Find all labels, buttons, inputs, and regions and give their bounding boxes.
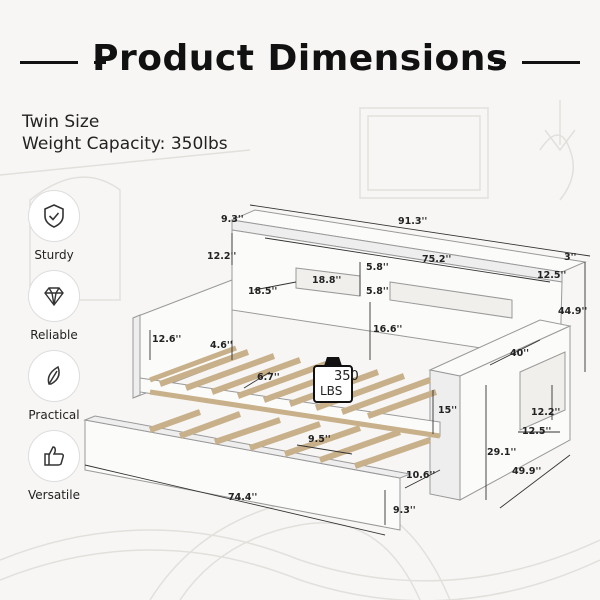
dimension-lines (84, 204, 591, 536)
title-rule (94, 61, 106, 64)
dim-trundle-length: 74.4'' (228, 492, 258, 503)
title-rule (20, 61, 78, 64)
feature-label: Versatile (28, 488, 80, 502)
feature-label: Sturdy (34, 248, 74, 262)
dim-shelf-left: 18.5'' (248, 286, 278, 297)
dim-side-height: 29.1'' (487, 447, 517, 458)
leaf-icon (28, 350, 80, 402)
dim-shelf-gap-b: 5.8'' (366, 286, 389, 297)
dim-slat-gap: 6.7'' (257, 372, 280, 383)
side-cubby (519, 351, 566, 431)
dim-shelf-gap-a: 5.8'' (366, 262, 389, 273)
dim-trundle-height: 15'' (438, 405, 458, 416)
diamond-icon (28, 270, 80, 322)
dim-total-height: 44.9'' (558, 306, 588, 317)
trundle-top-edge (83, 415, 412, 479)
size-spec: Twin Size (22, 112, 100, 132)
title-rule (522, 61, 580, 64)
left-arm-edge (132, 314, 141, 399)
feature-sturdy: Sturdy (14, 190, 94, 262)
dim-back-panel: 16.6'' (373, 324, 403, 335)
title-rule (494, 61, 506, 64)
dim-right-shelf-h: 12.2'' (531, 407, 561, 418)
feature-practical: Practical (14, 350, 94, 422)
dim-arm-height: 12.6'' (152, 334, 182, 345)
feature-versatile: Versatile (14, 430, 94, 502)
slat-rails (149, 345, 441, 439)
trundle-front (84, 419, 401, 531)
dim-inner-shelf: 75.2'' (422, 254, 452, 265)
dim-right-top: 3'' (564, 252, 577, 263)
title-bar: Product Dimensions (0, 36, 600, 86)
dim-total-depth: 49.9'' (512, 466, 542, 477)
feature-label: Reliable (30, 328, 78, 342)
load-unit: LBS (320, 384, 343, 398)
feature-reliable: Reliable (14, 270, 94, 342)
dim-trundle-side: 9.3'' (393, 505, 416, 516)
weight-spec: Weight Capacity: 350lbs (22, 134, 228, 154)
right-shelf-cubbies (389, 281, 513, 319)
dim-arm-gap: 4.6'' (210, 340, 233, 351)
dim-small-shelf: 18.8'' (312, 275, 342, 286)
load-value: 350 (334, 369, 359, 384)
feature-label: Practical (28, 408, 80, 422)
dim-slat-space: 9.5'' (308, 434, 331, 445)
dim-right-shelf-w: 12.5'' (537, 270, 567, 281)
load-capacity-badge (313, 357, 353, 403)
shield-check-icon (28, 190, 80, 242)
dim-right-shelf-d: 12.5'' (522, 426, 552, 437)
dim-side-depth: 40'' (510, 348, 530, 359)
page-title: Product Dimensions (92, 38, 508, 79)
thumbs-up-icon (28, 430, 80, 482)
dim-shelf-depth: 9.3'' (221, 214, 244, 225)
dim-overall-length: 91.3'' (398, 216, 428, 227)
dim-top-height: 12.2'' (207, 251, 237, 262)
dim-trundle-gap: 10.6'' (406, 470, 436, 481)
